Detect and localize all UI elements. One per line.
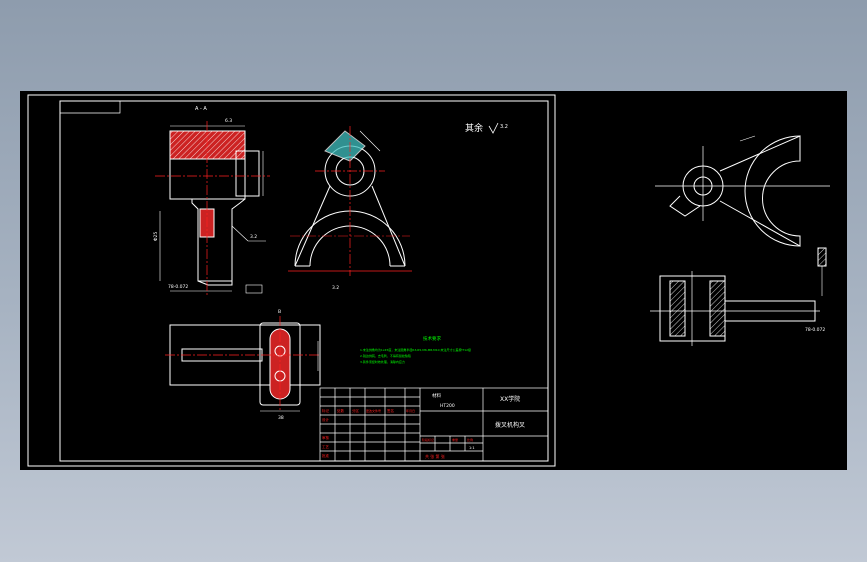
- front-view-fork: 3.2: [288, 126, 412, 291]
- tb-col-mark: 标记: [322, 408, 330, 413]
- tech-req-line-2: 2.锐边倒钝，去毛刺，不得有裂纹缺陷: [360, 353, 411, 358]
- corner-label-box: [60, 101, 121, 114]
- tb-col-zone: 分区: [352, 408, 360, 413]
- section-label: A - A: [195, 106, 207, 112]
- tb-row-design: 设计: [322, 417, 330, 422]
- top-view: 38 B: [165, 309, 321, 421]
- roughness-note-value: 3.2: [500, 124, 508, 130]
- tb-material-label: 材料: [432, 392, 441, 399]
- tb-row-process: 工艺: [322, 444, 330, 449]
- tb-weight: 重量: [452, 437, 458, 442]
- dim-b-label: B: [278, 309, 281, 315]
- roughness-note: 其余 3.2: [465, 122, 508, 134]
- tb-col-date: 年月日: [406, 408, 415, 413]
- tech-req-line-1: 1.未注倒角均为1x45度，未注圆角半径R3,R5,M6,M8,M10,未注尺寸…: [360, 347, 471, 352]
- tb-row-review: 审核: [322, 435, 330, 440]
- tech-req-line-3: 3.铸件须经时效处理，消除内应力: [360, 359, 405, 364]
- roughness-note-text: 其余: [465, 122, 483, 134]
- tb-part-name: 拨叉机构叉: [495, 421, 525, 429]
- tb-scale-value: 1:1: [469, 446, 475, 450]
- tb-col-change: 更改文件号: [366, 408, 381, 413]
- roughness-label-2: 6.3: [225, 118, 232, 124]
- tb-stage-mark: 阶段标记: [422, 437, 434, 442]
- tb-school: XX学院: [500, 395, 520, 403]
- cad-viewport[interactable]: A - A 78-0.072 Φ25 3.2 6.3: [20, 91, 847, 470]
- dim-hole-label-1: Φ25: [153, 232, 159, 241]
- dim-width-label: 38: [278, 415, 284, 421]
- roughness-label-1: 3.2: [250, 234, 257, 240]
- sheet-border-inner: [59, 100, 549, 462]
- tb-row-approve: 批准: [322, 453, 330, 458]
- title-block: 标记 处数 分区 更改文件号 签名 年月日 设计 审核 工艺 批准 材料 HT2…: [319, 387, 549, 462]
- tb-col-sign: 签名: [387, 408, 394, 413]
- right-model-views: 78-0.072: [650, 135, 830, 346]
- hub-outline: [169, 158, 246, 200]
- tb-scale-label: 比例: [467, 437, 473, 442]
- title-block-frame: [319, 387, 549, 462]
- tb-sheet: 共 张 第 张: [425, 453, 445, 459]
- dim-length-label: 78-0.072: [168, 284, 188, 290]
- tb-col-count: 处数: [337, 408, 345, 413]
- sheet-border-outer: [27, 94, 556, 467]
- section-view-aa: A - A 78-0.072 Φ25 3.2 6.3: [153, 106, 270, 296]
- right-dim-length: 78-0.072: [805, 327, 825, 333]
- roughness-label-3: 3.2: [332, 285, 339, 291]
- technical-requirements: 技术要求 1.未注倒角均为1x45度，未注圆角半径R3,R5,M6,M8,M10…: [360, 335, 471, 364]
- boss-hatch: [324, 130, 366, 162]
- tech-req-title: 技术要求: [423, 335, 441, 342]
- tb-material-value: HT200: [440, 403, 455, 409]
- cad-drawing-canvas: A - A 78-0.072 Φ25 3.2 6.3: [27, 94, 830, 467]
